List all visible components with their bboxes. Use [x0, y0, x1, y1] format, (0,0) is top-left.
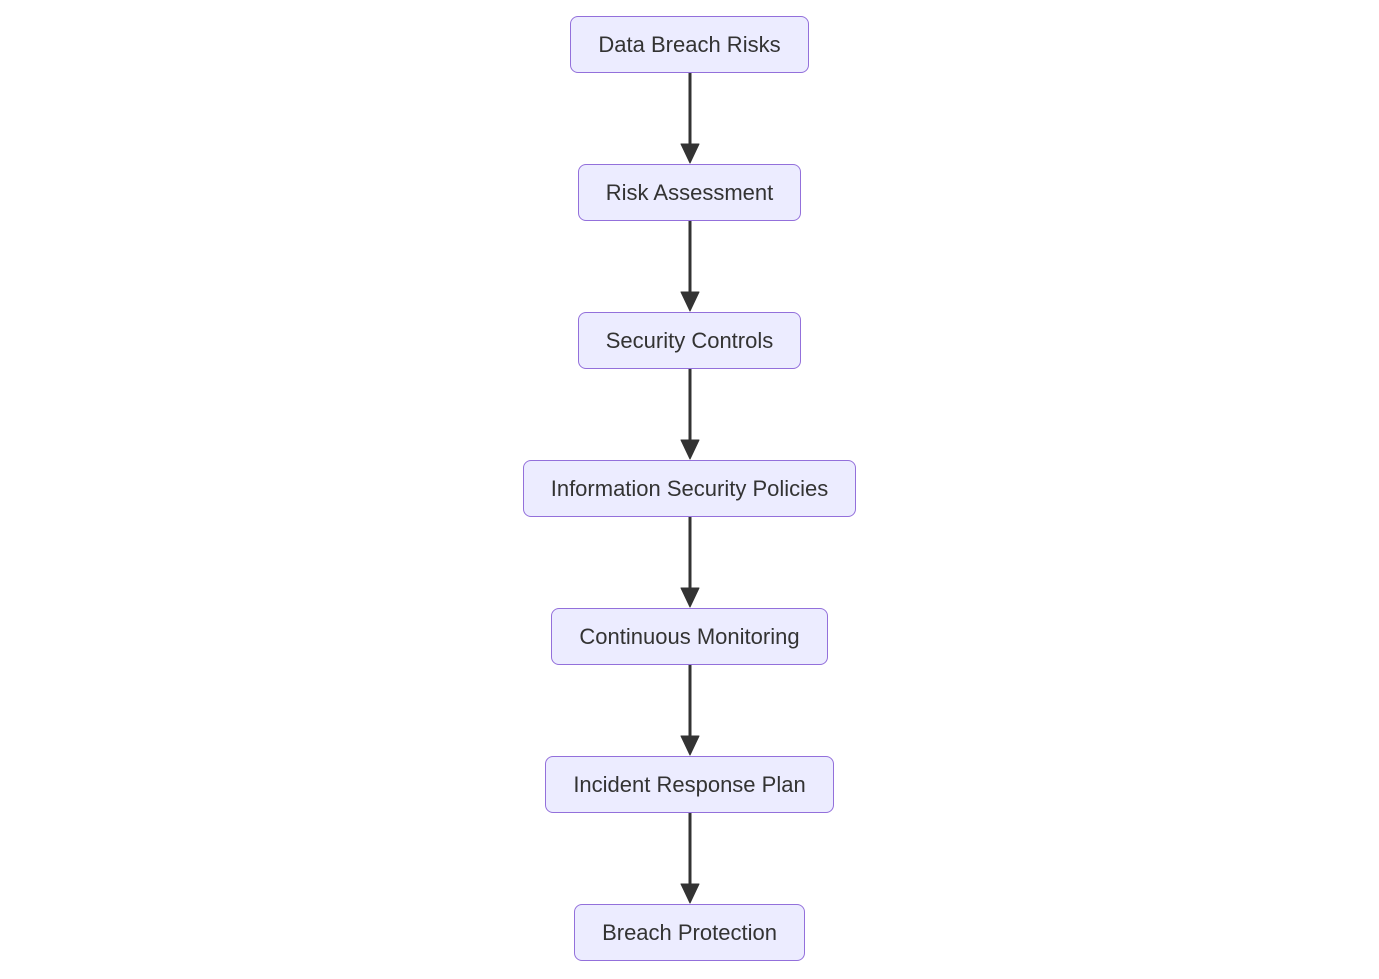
flow-arrow-icon [680, 517, 699, 608]
flow-arrow-icon [680, 369, 699, 460]
flow-arrow-icon [680, 665, 699, 756]
flow-arrow-icon [680, 73, 699, 164]
flow-node-continuous-monitoring: Continuous Monitoring [551, 608, 828, 665]
flow-node-information-security-policies: Information Security Policies [522, 460, 857, 517]
flow-arrow-icon [680, 813, 699, 904]
flow-node-data-breach-risks: Data Breach Risks [570, 16, 809, 73]
flow-node-breach-protection: Breach Protection [574, 904, 805, 961]
flow-node-incident-response-plan: Incident Response Plan [545, 756, 834, 813]
flow-arrow-icon [680, 221, 699, 312]
flow-node-risk-assessment: Risk Assessment [577, 164, 802, 221]
flow-node-security-controls: Security Controls [577, 312, 802, 369]
